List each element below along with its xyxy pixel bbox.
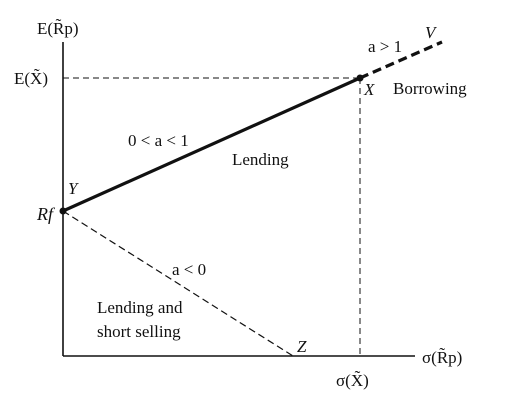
x-axis-label: σ(R̃p): [422, 348, 462, 367]
a-gt-1-label: a > 1: [368, 37, 402, 56]
point-y-label: Y: [68, 179, 79, 198]
borrowing-label: Borrowing: [393, 79, 467, 98]
rf-tick-label: Rf: [36, 204, 56, 224]
lending-label: Lending: [232, 150, 289, 169]
y-axis-label: E(R̃p): [37, 19, 79, 38]
a-between-label: 0 < a < 1: [128, 131, 189, 150]
point-x-marker: [356, 74, 364, 82]
lending-line: [62, 76, 361, 213]
a-lt-0-label: a < 0: [172, 260, 206, 279]
short-selling-line: [62, 210, 294, 357]
point-y-marker: [59, 207, 67, 215]
point-z-label: Z: [297, 337, 307, 356]
ex-tick-label: E(X̃): [14, 69, 48, 88]
sx-tick-label: σ(X̃): [336, 371, 369, 390]
lending-short-label-line1: Lending and: [97, 298, 183, 317]
borrowing-line: [359, 40, 443, 80]
point-v-label: V: [425, 23, 438, 42]
lending-short-label-line2: short selling: [97, 322, 181, 341]
point-x-label: X: [363, 80, 375, 99]
